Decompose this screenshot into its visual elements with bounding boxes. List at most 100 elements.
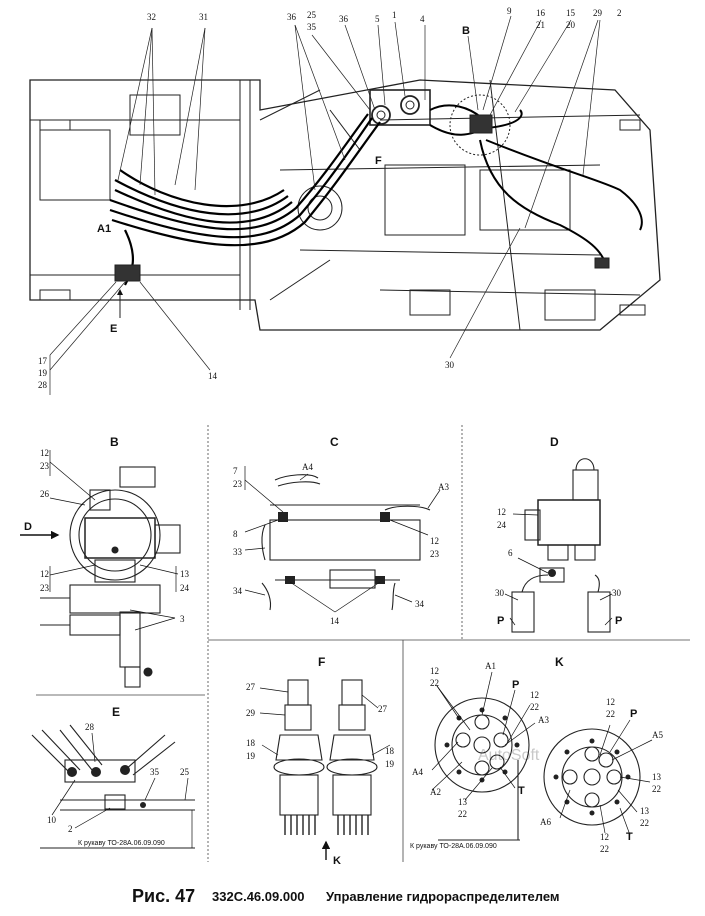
callout-label: Р [512,679,519,691]
callout-label: 34 [233,586,243,596]
callout-label: 32 [147,12,156,22]
callout-label: А4 [412,767,423,777]
callout-label: 12 [497,507,506,517]
callout-label: А3 [538,715,549,725]
callout-label: А1 [97,223,111,235]
view-c: C 7 2 [233,435,449,626]
callout-label: 22 [640,818,649,828]
callout-label: 19 [246,751,256,761]
callout-label: В [462,25,470,37]
callout-label: 9 [507,6,512,16]
view-f-title: F [318,655,325,669]
figure-title: Управление гидрораспределителем [326,889,560,904]
callout-label: Р [630,708,637,720]
callout-label: А5 [652,730,663,740]
callout-label: 34 [415,599,425,609]
callout-label: 23 [40,583,50,593]
callout-label: 30 [495,588,505,598]
callout-label: 12 [430,536,439,546]
view-k-title: K [555,655,564,669]
callout-label: 36 [339,14,349,24]
callout-label: 35 [307,22,317,32]
view-f: F [246,655,395,867]
callout-label: 15 [566,8,576,18]
callout-label: 23 [233,479,243,489]
callout-label: 28 [38,380,48,390]
callout-label: 8 [233,529,238,539]
callout-label: Р [497,615,504,627]
callout-label: 33 [233,547,243,557]
watermark: AutoSoft [478,747,540,764]
callout-label: 29 [246,708,256,718]
callout-label: 7 [233,466,238,476]
panel-separators [36,425,690,862]
callout-label: А4 [302,462,313,472]
view-b: B 1 [20,435,190,688]
main-view-labels: 32 31 36 25 35 36 5 1 4 В 9 16 21 15 20 … [38,6,622,390]
callout-label: 22 [606,709,615,719]
callout-label: 19 [38,368,48,378]
callout-label: 23 [40,461,50,471]
callout-label: 22 [430,678,439,688]
callout-label: 1 [392,10,397,20]
figure-caption: Рис. 47 332С.46.09.000 Управление гидрор… [132,886,560,906]
callout-label: 24 [180,583,190,593]
main-assembly-view [29,15,661,395]
callout-label: А6 [540,817,551,827]
callout-label: 35 [150,767,160,777]
view-e-title: E [112,705,120,719]
callout-label: 30 [612,588,622,598]
callout-label: K [333,855,341,867]
callout-label: 12 [40,448,49,458]
hose-reference-note: К рукаву ТО-28А.06.09.090 [78,840,165,847]
figure-code: 332С.46.09.000 [212,889,305,904]
callout-label: 14 [208,371,218,381]
callout-label: 27 [246,682,256,692]
callout-label: 29 [593,8,603,18]
callout-label: 22 [458,809,467,819]
callout-label: 30 [445,360,455,370]
callout-label: 31 [199,12,208,22]
callout-label: 12 [430,666,439,676]
callout-label: 18 [385,746,395,756]
callout-label: 26 [40,489,50,499]
callout-label: 22 [652,784,661,794]
callout-label: F [375,155,382,167]
callout-label: D [24,521,32,533]
view-c-title: C [330,435,339,449]
callout-label: 3 [180,614,185,624]
callout-label: 23 [430,549,440,559]
callout-label: 18 [246,738,256,748]
hose-reference-note: К рукаву ТО-28А.06.09.090 [410,843,497,850]
callout-label: 13 [180,569,190,579]
callout-label: Е [110,323,117,335]
callout-label: 21 [536,20,545,30]
callout-label: Т [518,785,525,797]
callout-label: 5 [375,14,380,24]
callout-label: Р [615,615,622,627]
callout-label: 6 [508,548,513,558]
figure-number: Рис. 47 [132,886,195,906]
callout-label: 19 [385,759,395,769]
view-b-title: B [110,435,119,449]
view-d: D 12 24 6 30 30 Р Р [495,435,622,633]
callout-label: 2 [617,8,622,18]
callout-label: 17 [38,356,48,366]
callout-label: Т [626,831,633,843]
callout-label: 10 [47,815,57,825]
callout-label: 12 [530,690,539,700]
callout-label: А2 [430,787,441,797]
callout-label: 25 [307,10,317,20]
callout-label: 27 [378,704,388,714]
callout-label: 22 [530,702,539,712]
callout-label: 13 [640,806,650,816]
callout-label: 13 [458,797,468,807]
callout-label: 24 [497,520,507,530]
callout-label: 2 [68,824,73,834]
callout-label: 14 [330,616,340,626]
callout-label: 16 [536,8,546,18]
view-k: K AutoSoft [410,655,663,854]
callout-label: А1 [485,661,496,671]
